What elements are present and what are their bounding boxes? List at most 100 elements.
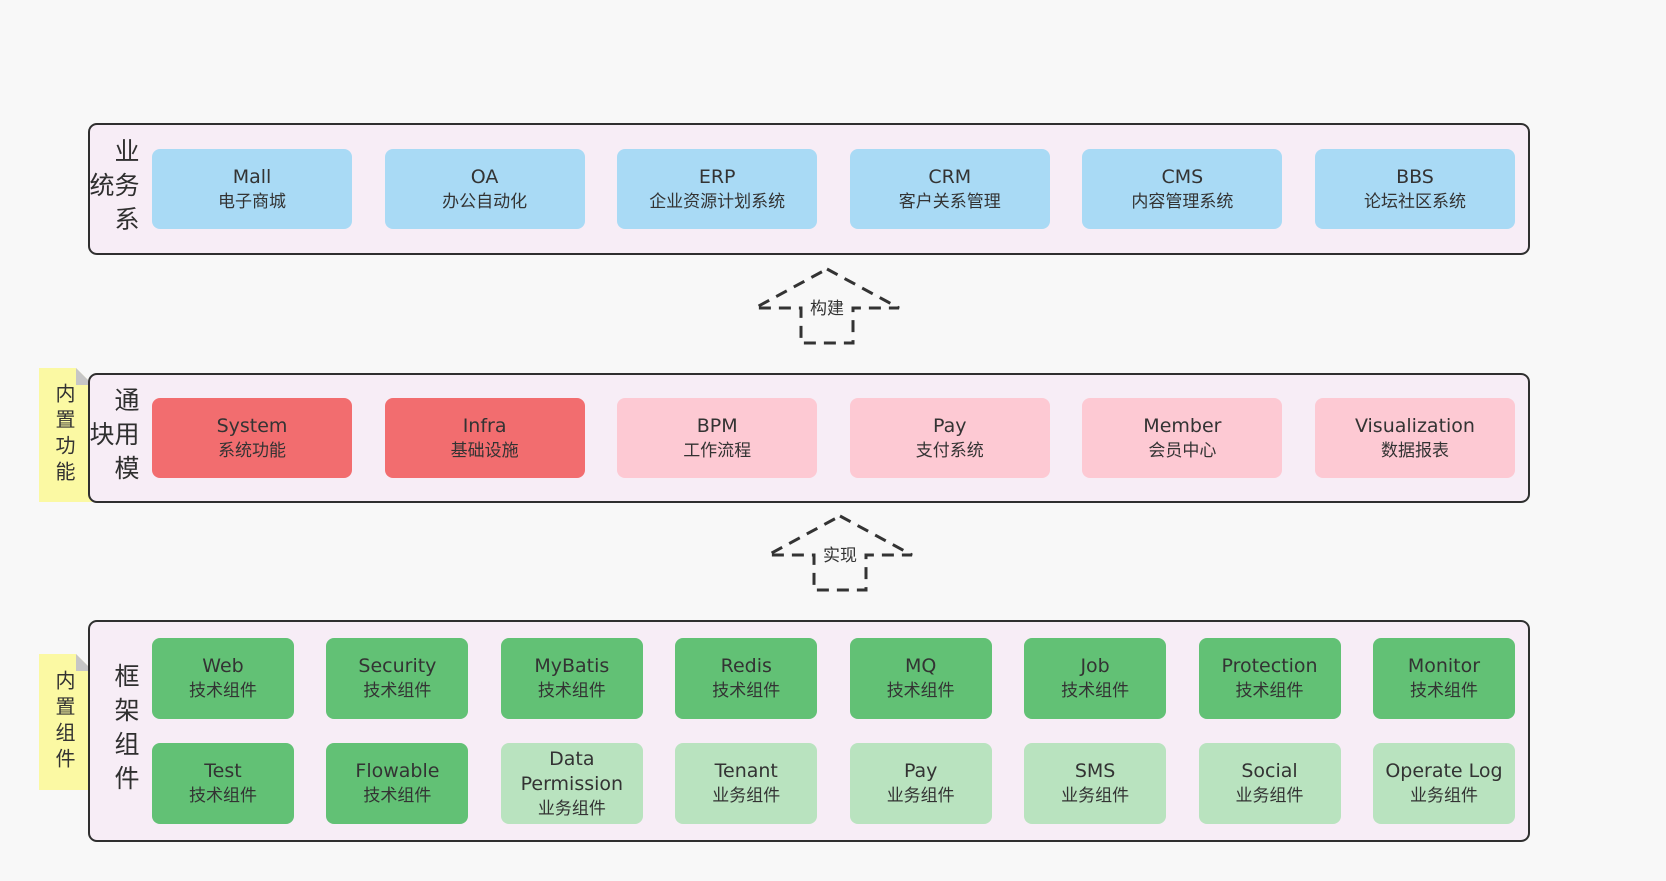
- box-title: BBS: [1396, 165, 1434, 188]
- module-box-infra: Infra 基础设施: [384, 398, 585, 478]
- box-subtitle: 技术组件: [363, 786, 432, 806]
- box-title: SMS: [1074, 760, 1116, 782]
- box-subtitle: 工作流程: [683, 440, 752, 461]
- box-title: Flowable: [355, 760, 440, 782]
- box-subtitle: 技术组件: [712, 681, 781, 701]
- box-title: OA: [470, 165, 499, 188]
- box-title: Social: [1241, 760, 1298, 782]
- box-subtitle: 技术组件: [537, 681, 606, 701]
- sticky-note-builtin-components-label: 内置组件: [52, 670, 76, 774]
- module-box-protection: Protection 技术组件: [1198, 638, 1341, 719]
- module-box-redis: Redis 技术组件: [675, 638, 818, 719]
- box-title: Tenant: [714, 760, 778, 782]
- module-box-system: System 系统功能: [152, 398, 352, 478]
- box-subtitle: 业务组件: [712, 786, 781, 806]
- module-box-erp: ERP 企业资源计划系统: [617, 149, 818, 229]
- box-title: ERP: [698, 165, 736, 188]
- box-subtitle: 技术组件: [1061, 681, 1130, 701]
- module-box-test: Test 技术组件: [152, 743, 294, 824]
- module-box-pay: Pay 支付系统: [849, 398, 1050, 478]
- module-box-social: Social 业务组件: [1198, 743, 1341, 824]
- box-subtitle: 技术组件: [1235, 681, 1304, 701]
- implement-arrow: 实现: [765, 513, 915, 593]
- box-subtitle: 会员中心: [1148, 440, 1217, 461]
- box-subtitle: 技术组件: [886, 681, 955, 701]
- box-title: Pay: [903, 760, 938, 782]
- module-box-member: Member 会员中心: [1082, 398, 1283, 478]
- box-title: Monitor: [1407, 655, 1481, 677]
- box-subtitle: 企业资源计划系统: [649, 191, 786, 212]
- common-modules-rows: System 系统功能 Infra 基础设施 BPM 工作流程 Pay 支付系统 Member 会…: [138, 398, 1528, 478]
- box-title: Protection: [1221, 655, 1318, 677]
- box-subtitle: 业务组件: [886, 786, 955, 806]
- box-title: MyBatis: [534, 655, 610, 677]
- up-block-arrow-icon: [767, 514, 913, 592]
- box-title: Operate Log: [1385, 760, 1503, 782]
- implement-arrow-label: 实现: [819, 544, 861, 569]
- box-title: Security: [358, 655, 437, 677]
- box-subtitle: 系统功能: [218, 440, 286, 461]
- box-subtitle: 技术组件: [1409, 681, 1478, 701]
- panel-label-business-systems: 业务系统: [86, 138, 140, 240]
- box-title: Job: [1080, 655, 1110, 677]
- box-title: Mall: [232, 165, 272, 188]
- box-title: Visualization: [1354, 414, 1475, 437]
- sticky-note-builtin-components: 内置组件: [39, 654, 93, 790]
- box-subtitle: 技术组件: [189, 681, 257, 701]
- module-box-pay: Pay 业务组件: [849, 743, 992, 824]
- module-box-operate-log: Operate Log 业务组件: [1372, 743, 1515, 824]
- box-title: Redis: [720, 655, 772, 677]
- module-box-visualization: Visualization 数据报表: [1314, 398, 1515, 478]
- build-arrow-label: 构建: [806, 297, 848, 322]
- box-subtitle: 基础设施: [450, 440, 519, 461]
- module-box-web: Web 技术组件: [152, 638, 294, 719]
- up-block-arrow-icon: [754, 267, 900, 345]
- box-subtitle: 业务组件: [1061, 786, 1130, 806]
- box-title: BPM: [696, 414, 738, 437]
- module-box-bbs: BBS 论坛社区系统: [1314, 149, 1515, 229]
- box-subtitle: 电子商城: [218, 191, 286, 212]
- module-box-bpm: BPM 工作流程: [617, 398, 818, 478]
- box-subtitle: 数据报表: [1380, 440, 1449, 461]
- panel-label-common-modules: 通用模块: [86, 387, 140, 489]
- box-subtitle: 业务组件: [1235, 786, 1304, 806]
- box-title: CMS: [1161, 165, 1204, 188]
- box-title: Web: [202, 655, 244, 677]
- module-box-flowable: Flowable 技术组件: [326, 743, 469, 824]
- module-box-crm: CRM 客户关系管理: [849, 149, 1050, 229]
- box-subtitle: 支付系统: [915, 440, 984, 461]
- box-title: Infra: [462, 414, 507, 437]
- module-box-mq: MQ 技术组件: [849, 638, 992, 719]
- box-subtitle: 论坛社区系统: [1363, 191, 1466, 212]
- module-box-tenant: Tenant 业务组件: [675, 743, 818, 824]
- box-subtitle: 客户关系管理: [898, 191, 1001, 212]
- box-title: Test: [204, 760, 242, 782]
- panel-label-framework-components: 框架组件: [111, 663, 140, 799]
- module-box-sms: SMS 业务组件: [1024, 743, 1167, 824]
- box-title: MQ: [905, 655, 937, 677]
- module-box-security: Security 技术组件: [326, 638, 469, 719]
- box-title: System: [216, 414, 288, 437]
- box-title: Pay: [933, 414, 967, 437]
- panel-common-modules: 通用模块 System 系统功能 Infra 基础设施 BPM 工作流程 Pay 支付系统 Me…: [86, 373, 1530, 503]
- module-box-job: Job 技术组件: [1024, 638, 1167, 719]
- box-subtitle: 技术组件: [363, 681, 432, 701]
- box-title: Data Permission: [520, 747, 624, 795]
- box-subtitle: 技术组件: [189, 786, 257, 806]
- box-row: System 系统功能 Infra 基础设施 BPM 工作流程 Pay 支付系统 Member 会…: [152, 398, 1515, 478]
- box-title: CRM: [928, 165, 972, 188]
- sticky-note-builtin-features: 内置功能: [39, 368, 93, 502]
- sticky-note-builtin-features-label: 内置功能: [52, 383, 76, 487]
- box-title: Member: [1143, 414, 1222, 437]
- box-subtitle: 业务组件: [1409, 786, 1478, 806]
- box-subtitle: 内容管理系统: [1131, 191, 1234, 212]
